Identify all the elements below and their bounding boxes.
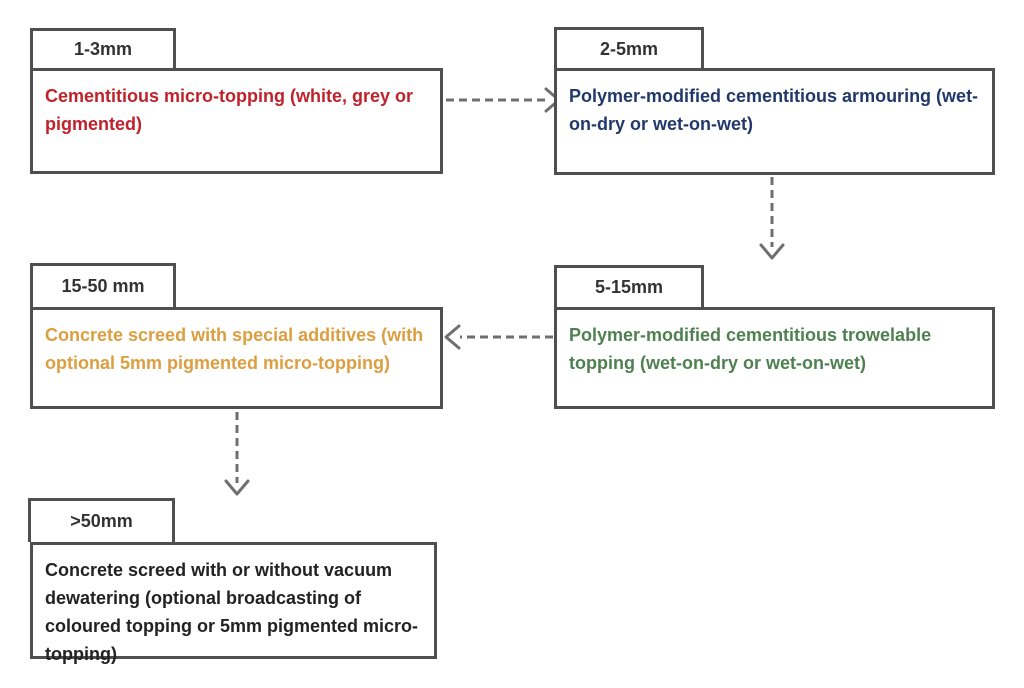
- node-concrete-screed-special-additives: Concrete screed with special additives (…: [30, 307, 443, 409]
- thickness-label: 15-50 mm: [61, 276, 145, 296]
- thickness-tab-15-50mm: 15-50 mm: [30, 263, 176, 307]
- node-concrete-screed-vacuum-dewatering: Concrete screed with or without vacuum d…: [30, 542, 437, 664]
- arrow-trowelable-to-screed: [444, 324, 553, 350]
- thickness-tab-2-5mm: 2-5mm: [554, 27, 704, 68]
- thickness-tab-over-50mm: >50mm: [28, 498, 175, 542]
- node-label: Cementitious micro-topping (white, grey …: [45, 86, 414, 134]
- arrow-screed-to-vacuum-dewatering: [224, 412, 250, 496]
- arrow-armouring-to-trowelable: [759, 177, 785, 260]
- node-label: Polymer-modified cementitious armouring …: [569, 86, 979, 134]
- thickness-label: 5-15mm: [594, 277, 664, 297]
- thickness-label: 1-3mm: [73, 39, 133, 59]
- thickness-label: >50mm: [70, 511, 133, 531]
- node-cementitious-trowelable-topping: Polymer-modified cementitious trowelable…: [554, 307, 995, 409]
- arrow-micro-topping-to-armouring: [446, 87, 561, 113]
- node-label: Concrete screed with or without vacuum d…: [45, 560, 419, 664]
- node-cementitious-armouring: Polymer-modified cementitious armouring …: [554, 68, 995, 175]
- thickness-tab-5-15mm: 5-15mm: [554, 265, 704, 307]
- thickness-label: 2-5mm: [599, 38, 659, 59]
- node-label: Polymer-modified cementitious trowelable…: [569, 325, 932, 373]
- node-label: Concrete screed with special additives (…: [45, 325, 424, 373]
- thickness-tab-1-3mm: 1-3mm: [30, 28, 176, 68]
- node-cementitious-micro-topping: Cementitious micro-topping (white, grey …: [30, 68, 443, 174]
